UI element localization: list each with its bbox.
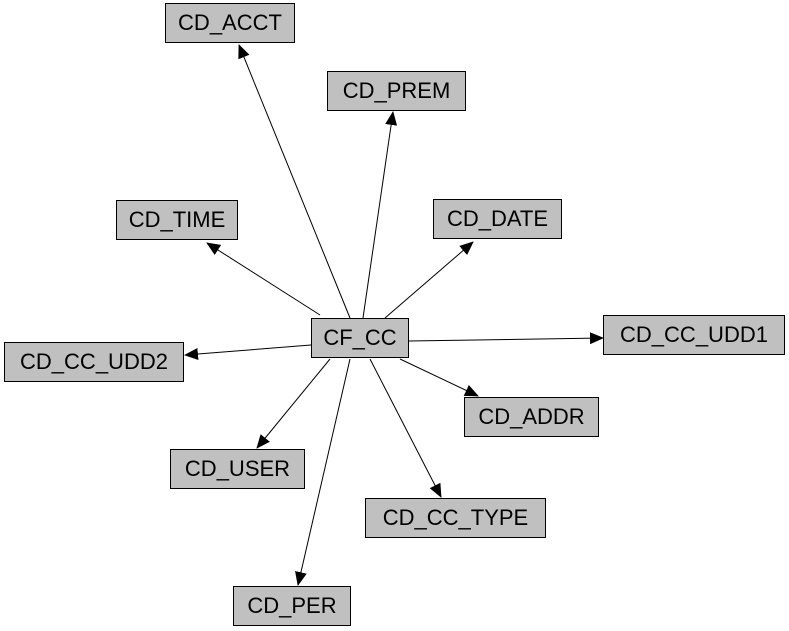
edge-cf-cc-to-cd-cc-udd2 xyxy=(184,344,312,360)
node-cd-time[interactable]: CD_TIME xyxy=(116,200,238,240)
edge-cf-cc-to-cd-prem xyxy=(362,111,398,319)
node-cd-date[interactable]: CD_DATE xyxy=(433,199,562,239)
edge-cf-cc-to-cd-cc-type xyxy=(369,358,442,498)
edge-cf-cc-to-cd-user xyxy=(256,358,331,449)
edge-cf-cc-to-cd-per xyxy=(295,358,351,586)
node-cd-per[interactable]: CD_PER xyxy=(233,586,351,626)
node-cd-acct[interactable]: CD_ACCT xyxy=(165,3,295,43)
edge-cf-cc-to-cd-time xyxy=(206,242,321,316)
node-cf-cc[interactable]: CF_CC xyxy=(311,318,409,358)
node-cd-cc-type[interactable]: CD_CC_TYPE xyxy=(365,498,546,538)
edge-cf-cc-to-cd-addr xyxy=(399,358,479,397)
edge-cf-cc-to-cd-date xyxy=(384,241,474,319)
edge-cf-cc-to-cd-acct xyxy=(238,44,351,319)
node-cd-prem[interactable]: CD_PREM xyxy=(327,71,466,111)
node-cd-cc-udd1[interactable]: CD_CC_UDD1 xyxy=(603,315,785,355)
node-cd-cc-udd2[interactable]: CD_CC_UDD2 xyxy=(4,342,184,382)
node-cd-addr[interactable]: CD_ADDR xyxy=(464,397,599,437)
node-cd-user[interactable]: CD_USER xyxy=(170,449,305,489)
edge-cf-cc-to-cd-cc-udd1 xyxy=(408,332,604,345)
